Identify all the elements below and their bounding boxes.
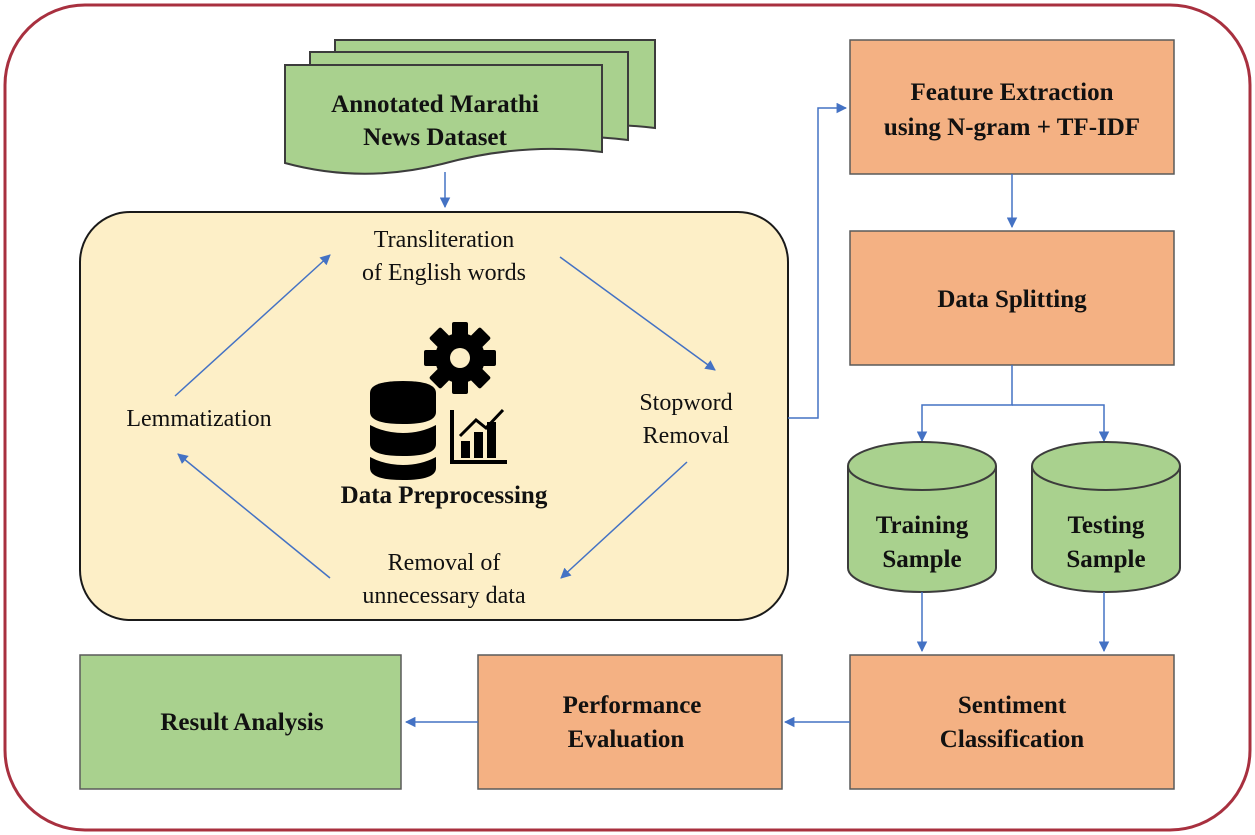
training-sample-label-line1: Training [876, 512, 969, 539]
lemmatization-label: Lemmatization [126, 406, 271, 432]
result-analysis-label: Result Analysis [160, 709, 324, 736]
data-splitting-label: Data Splitting [937, 286, 1087, 313]
dataset-label-line1: Annotated Marathi [331, 91, 539, 118]
feature-extraction-label-line1: Feature Extraction [911, 79, 1114, 106]
performance-evaluation-label-line1: Performance [563, 692, 702, 719]
arrow-preprocessing-to-feature-extraction [788, 102, 848, 419]
sentiment-classification-label-line1: Sentiment [958, 692, 1067, 719]
stopword-label-line1: Stopword [639, 390, 732, 416]
arrow-transliteration-to-stopword [559, 256, 716, 371]
transliteration-label-line2: of English words [362, 260, 526, 286]
result-analysis-box[interactable]: Result Analysis [79, 654, 402, 790]
gear-icon [424, 322, 496, 394]
arrow-splitting-to-testing [1012, 404, 1110, 443]
performance-evaluation-label-line2: Evaluation [568, 726, 685, 753]
bar-chart-icon [450, 408, 507, 464]
performance-evaluation-box[interactable]: Performance Evaluation [477, 654, 783, 790]
arrow-stopword-to-removal [560, 461, 688, 579]
arrow-lemmatization-to-transliteration [174, 254, 331, 397]
training-sample-label-line2: Sample [882, 546, 961, 573]
testing-sample-label-line1: Testing [1068, 512, 1145, 539]
testing-sample-cylinder[interactable]: Testing Sample [1031, 441, 1181, 593]
transliteration-label-line1: Transliteration [374, 227, 514, 253]
removal-label-line1: Removal of [388, 550, 501, 576]
feature-extraction-box[interactable]: Feature Extraction using N-gram + TF-IDF [849, 39, 1175, 175]
testing-sample-label-line2: Sample [1066, 546, 1145, 573]
preprocessing-title: Data Preprocessing [341, 482, 548, 509]
dataset-label-line2: News Dataset [363, 124, 507, 151]
arrow-splitting-to-training [916, 365, 1013, 443]
feature-extraction-label-line2: using N-gram + TF-IDF [884, 114, 1140, 141]
training-sample-cylinder[interactable]: Training Sample [847, 441, 997, 593]
sentiment-classification-box[interactable]: Sentiment Classification [849, 654, 1175, 790]
sentiment-classification-label-line2: Classification [940, 726, 1085, 753]
database-icon [370, 381, 436, 480]
stopword-label-line2: Removal [643, 423, 730, 449]
data-splitting-box[interactable]: Data Splitting [849, 230, 1175, 366]
arrow-removal-to-lemmatization [177, 453, 331, 579]
removal-label-line2: unnecessary data [362, 583, 526, 609]
dataset-page-front [284, 64, 603, 175]
dataset-stack[interactable]: Annotated Marathi News Dataset [284, 39, 656, 175]
